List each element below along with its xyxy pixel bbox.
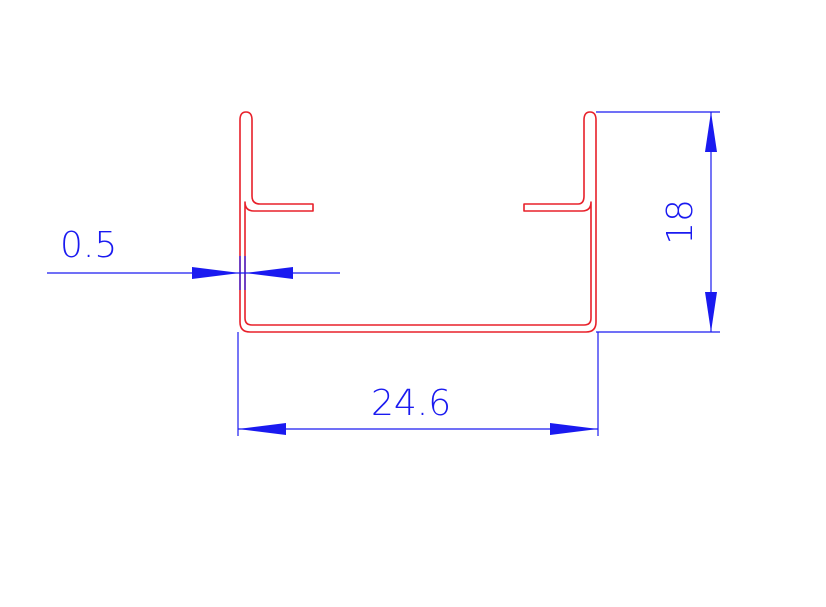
- thickness-arrow-left: [192, 267, 240, 279]
- height-arrow-top: [705, 112, 717, 152]
- height-arrow-bottom: [705, 292, 717, 332]
- height-label: 18: [660, 199, 701, 245]
- thickness-arrow-right: [245, 267, 293, 279]
- dimension-arrows: [192, 112, 717, 435]
- thickness-label: 0.5: [60, 225, 117, 266]
- channel-profile: [239, 111, 597, 333]
- width-label: 24.6: [371, 383, 451, 424]
- width-arrow-left: [238, 423, 286, 435]
- profile-outer-contour: [239, 111, 597, 333]
- width-arrow-right: [550, 423, 598, 435]
